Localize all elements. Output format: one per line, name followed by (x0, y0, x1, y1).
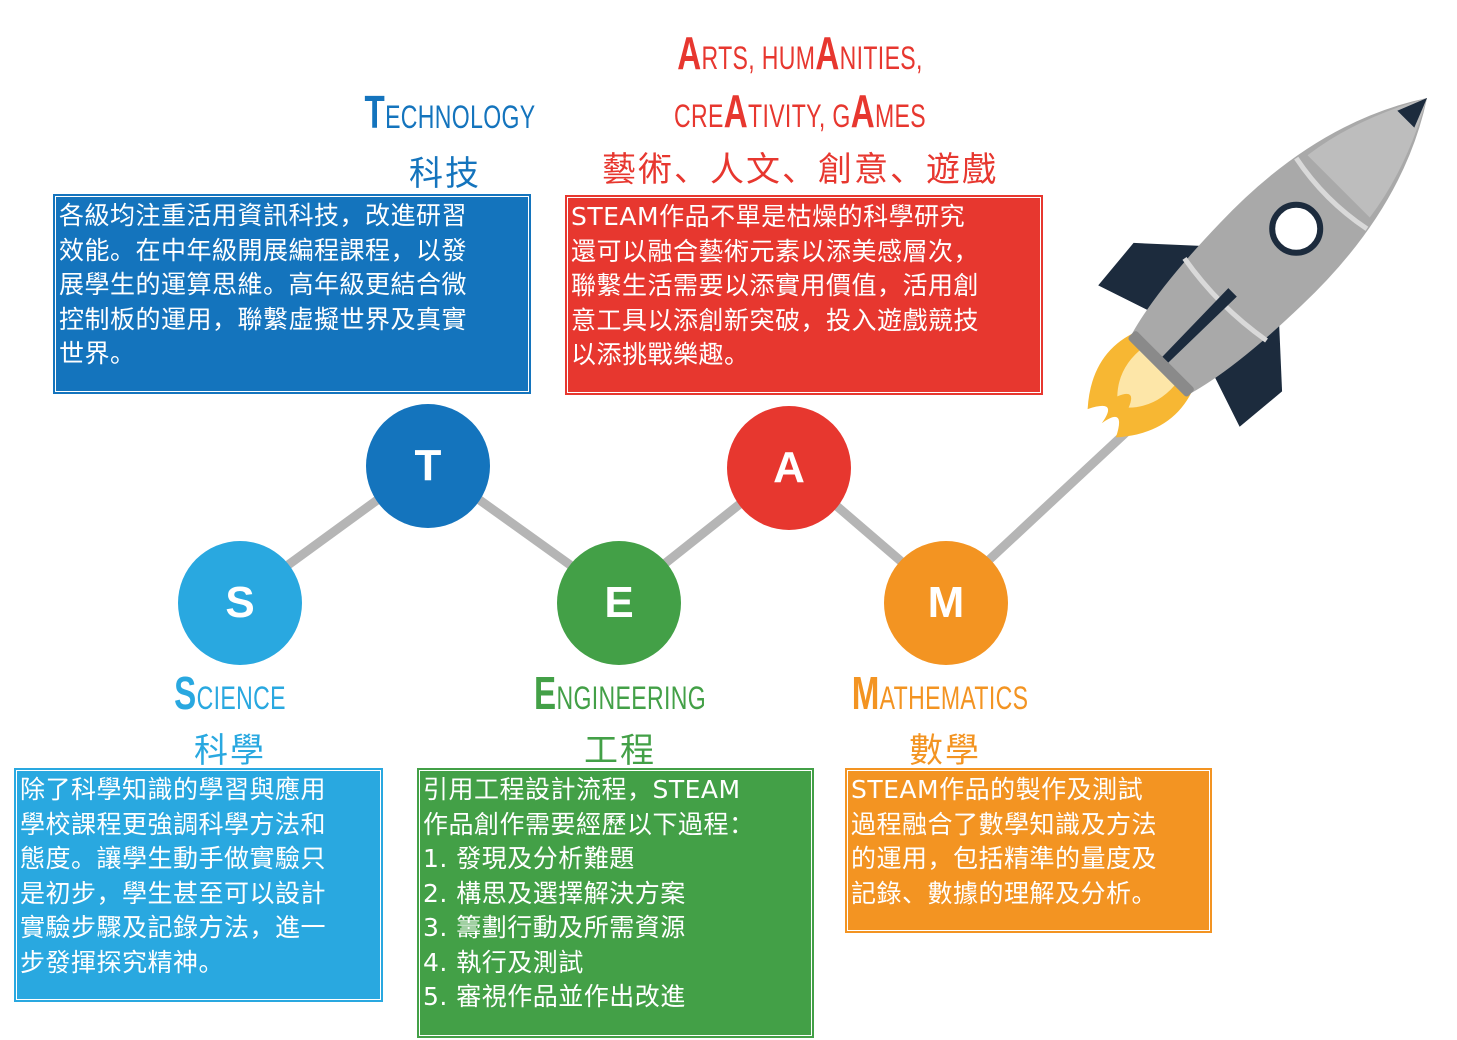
mathematics-heading-rest: ATHEMATICS (879, 680, 1029, 716)
mathematics-heading: MATHEMATICS (846, 670, 1033, 716)
rocket-fin-center (1155, 288, 1237, 370)
engineering-circle: E (557, 541, 681, 665)
arts-heading-part: TIVITY, G (748, 98, 851, 134)
science-heading-zh: 科學 (194, 731, 266, 771)
science-heading-rest: CIENCE (196, 680, 286, 716)
rocket-tip (1397, 97, 1428, 128)
technology-circle: T (366, 404, 490, 528)
arts-heading-line1: ARTS, HUMANITIES, (642, 30, 959, 76)
arts-heading-a: A (815, 27, 840, 79)
technology-heading: TECHNOLOGY (364, 89, 537, 135)
science-circle: S (178, 541, 302, 665)
engineering-heading-zh: 工程 (584, 731, 656, 771)
mathematics-heading-initial: M (851, 667, 880, 719)
rocket-nose (1307, 97, 1428, 218)
arts-circle: A (727, 406, 851, 530)
rocket-icon (1087, 97, 1428, 438)
rocket-window (1269, 201, 1324, 256)
mathematics-heading-zh: 數學 (909, 731, 981, 771)
rocket-nozzle (1128, 331, 1194, 397)
arts-heading-line2: CREATIVITY, GAMES (627, 88, 973, 134)
engineering-heading-initial: E (534, 667, 557, 719)
arts-heading-part: NITIES, (839, 40, 923, 76)
arts-description: STEAM作品不單是枯燥的科學研究 還可以融合藝術元素以添美感層次， 聯繫生活需… (565, 195, 1043, 395)
technology-heading-zh: 科技 (409, 154, 481, 194)
science-description: 除了科學知識的學習與應用 學校課程更強調科學方法和 態度。讓學生動手做實驗只 是… (14, 768, 383, 1002)
technology-description: 各級均注重活用資訊科技，改進研習 效能。在中年級開展編程課程，以發 展學生的運算… (53, 194, 531, 394)
technology-heading-initial: T (364, 86, 386, 138)
science-heading: SCIENCE (165, 670, 295, 716)
rocket-stripe-top (1294, 156, 1369, 231)
arts-heading-part: RTS, HUM (701, 40, 816, 76)
engineering-heading-rest: NGINEERING (556, 680, 706, 716)
science-heading-initial: S (174, 667, 197, 719)
technology-heading-rest: ECHNOLOGY (385, 99, 536, 135)
arts-heading-zh: 藝術、人文、創意、遊戲 (602, 150, 998, 190)
mathematics-description: STEAM作品的製作及測試 過程融合了數學知識及方法 的運用，包括精準的量度及 … (845, 768, 1212, 933)
arts-heading-a: A (850, 85, 875, 137)
engineering-description: 引用工程設計流程，STEAM 作品創作需要經歷以下過程： 1. 發現及分析難題 … (417, 768, 814, 1038)
arts-heading-part: MES (874, 98, 926, 134)
engineering-heading: ENGINEERING (519, 670, 721, 716)
arts-heading-initial: A (677, 27, 702, 79)
mathematics-circle: M (884, 541, 1008, 665)
arts-heading-a: A (723, 85, 749, 137)
arts-heading-part: CRE (674, 98, 724, 134)
